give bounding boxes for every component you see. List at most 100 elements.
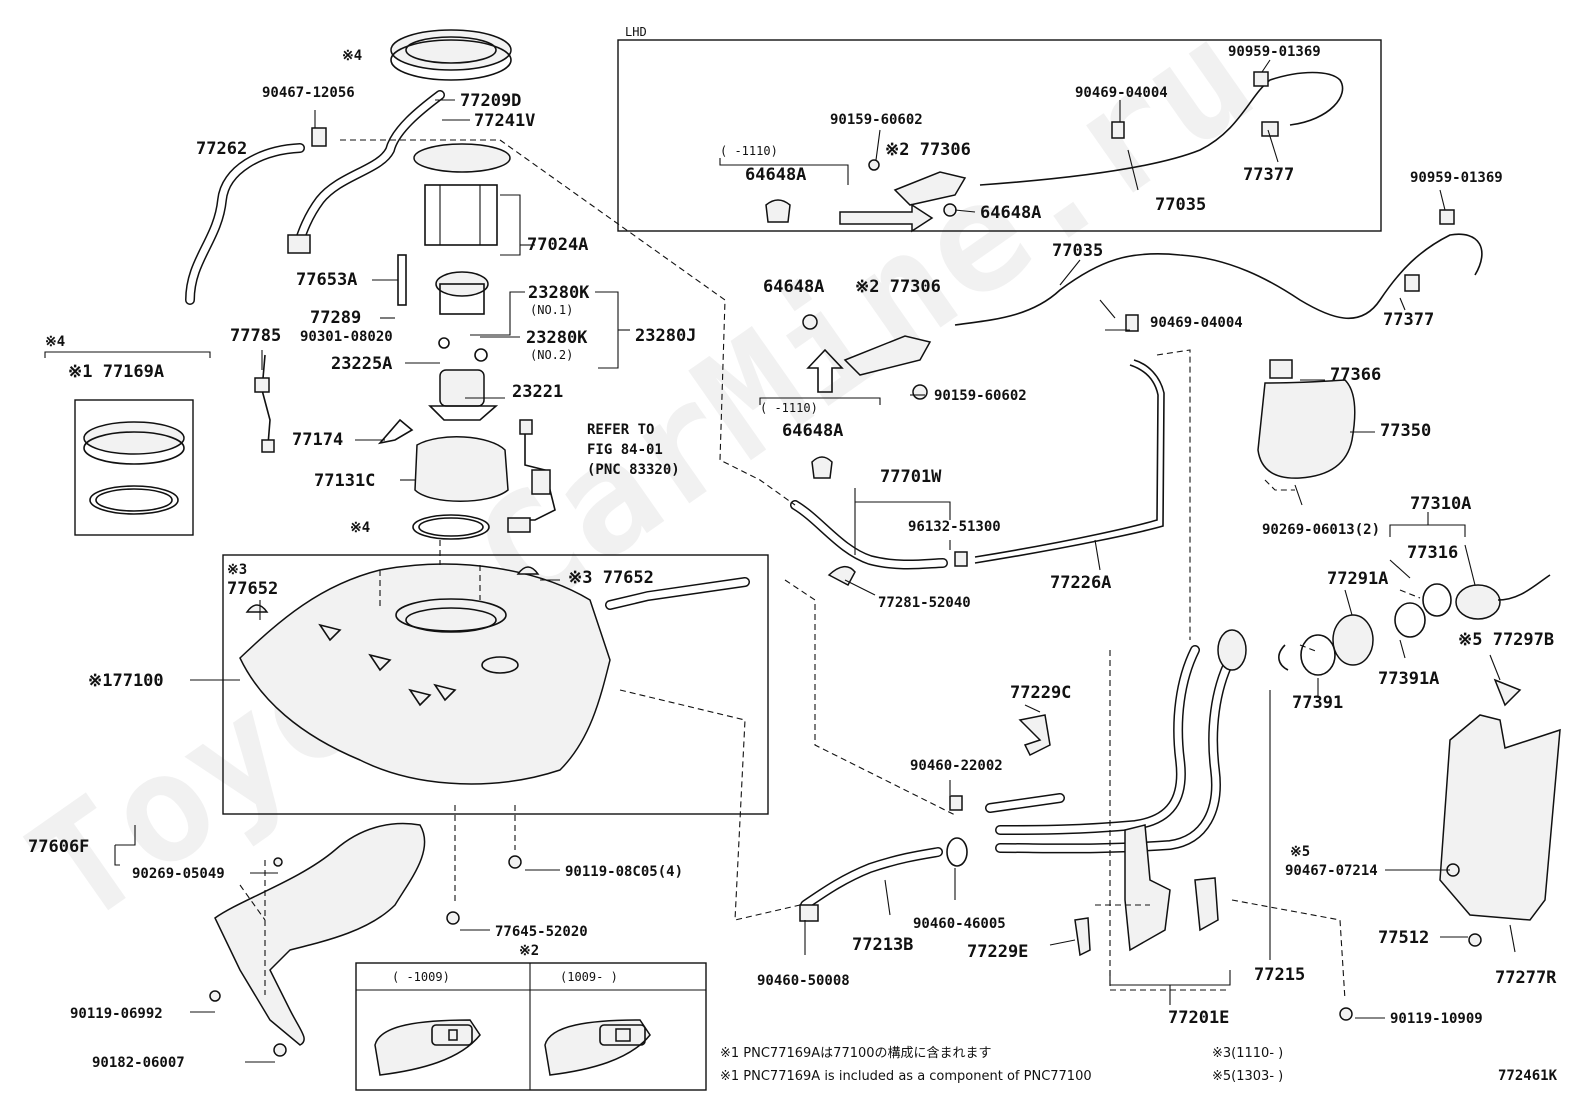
label-mark3-a: ※3 bbox=[227, 562, 247, 578]
fuel-pump bbox=[428, 337, 499, 421]
label-77645-52020: 77645-52020 bbox=[495, 924, 588, 940]
lock-ring bbox=[390, 29, 512, 81]
label-mark2-77306-a: ※2 77306 bbox=[885, 140, 971, 160]
label-90301-08020: 90301-08020 bbox=[300, 329, 393, 345]
label-77512: 77512 bbox=[1378, 928, 1429, 948]
label-77229C: 77229C bbox=[1010, 683, 1071, 703]
label-90469-04004-a: 90469-04004 bbox=[1075, 85, 1168, 101]
lhd-label: LHD bbox=[625, 25, 647, 39]
label-mark4-gasket: ※4 bbox=[350, 520, 370, 536]
label-77201E: 77201E bbox=[1168, 1008, 1229, 1028]
label-64648A-d: 64648A bbox=[782, 421, 843, 441]
label-90159-60602-a: 90159-60602 bbox=[830, 112, 923, 128]
fuel-tank bbox=[239, 563, 611, 785]
label-90119-08C05: 90119-08C05(4) bbox=[565, 864, 683, 880]
label-77316: 77316 bbox=[1407, 543, 1458, 563]
note-en: ※1 PNC77169A is included as a component … bbox=[720, 1069, 1092, 1084]
label-77652-a: 77652 bbox=[227, 579, 278, 599]
label-77215: 77215 bbox=[1254, 965, 1305, 985]
label-77366: 77366 bbox=[1330, 365, 1381, 385]
label-mark4-ring: ※4 bbox=[45, 334, 65, 350]
label-77226A: 77226A bbox=[1050, 573, 1111, 593]
inset-title: ※2 bbox=[519, 943, 539, 959]
label-refer-2: FIG 84-01 bbox=[587, 442, 663, 458]
label-96132-51300: 96132-51300 bbox=[908, 519, 1001, 535]
label-77174: 77174 bbox=[292, 430, 343, 450]
label-23280J: 23280J bbox=[635, 326, 696, 346]
lhd-box bbox=[617, 39, 1382, 232]
label-77653A: 77653A bbox=[296, 270, 357, 290]
note-mark3: ※3(1110- ) bbox=[1212, 1046, 1283, 1061]
note-jp: ※1 PNC77169Aは77100の構成に含まれます bbox=[720, 1045, 992, 1061]
fuel-tank-box bbox=[222, 554, 769, 815]
label-77024A: 77024A bbox=[527, 235, 588, 255]
label-77241V: 77241V bbox=[474, 111, 535, 131]
pump-cup bbox=[414, 436, 509, 502]
label-90269-06013: 90269-06013(2) bbox=[1262, 522, 1380, 538]
label-90119-10909: 90119-10909 bbox=[1390, 1011, 1483, 1027]
label-mark1-77100: ※177100 bbox=[88, 671, 164, 691]
label-90119-06992: 90119-06992 bbox=[70, 1006, 163, 1022]
label-64648A-c: 64648A bbox=[763, 277, 824, 297]
label-23225A: 23225A bbox=[331, 354, 392, 374]
label-77606F: 77606F bbox=[28, 837, 89, 857]
label-mark3-77652-b: ※3 77652 bbox=[568, 568, 654, 588]
label-77391: 77391 bbox=[1292, 693, 1343, 713]
label-refer-1: REFER TO bbox=[587, 422, 654, 438]
label-77229E: 77229E bbox=[967, 942, 1028, 962]
label-77291A: 77291A bbox=[1327, 569, 1388, 589]
splash-shield bbox=[1439, 714, 1561, 921]
label-lhd-64648A: 64648A bbox=[745, 165, 806, 185]
tank-protector bbox=[214, 822, 426, 1046]
inset-col2: (1009- ) bbox=[560, 970, 618, 984]
label-77131C: 77131C bbox=[314, 471, 375, 491]
label-64648A-b: 64648A bbox=[980, 203, 1041, 223]
label-77209D: 77209D bbox=[460, 91, 521, 111]
label-77391A: 77391A bbox=[1378, 669, 1439, 689]
label-90460-22002: 90460-22002 bbox=[910, 758, 1003, 774]
label-77035-b: 77035 bbox=[1052, 241, 1103, 261]
label-no1: (NO.1) bbox=[530, 303, 573, 317]
label-77350: 77350 bbox=[1380, 421, 1431, 441]
label-77213B: 77213B bbox=[852, 935, 913, 955]
label-90182-06007: 90182-06007 bbox=[92, 1055, 185, 1071]
label-90467-12056: 90467-12056 bbox=[262, 85, 355, 101]
label-77289: 77289 bbox=[310, 308, 361, 328]
figure-code: 772461K bbox=[1498, 1068, 1558, 1084]
label-77377-a: 77377 bbox=[1243, 165, 1294, 185]
label-23221: 23221 bbox=[512, 382, 563, 402]
label-77785: 77785 bbox=[230, 326, 281, 346]
label-90467-07214: 90467-07214 bbox=[1285, 863, 1378, 879]
label-lhd-1110: ( -1110) bbox=[720, 144, 778, 158]
label-77701W: 77701W bbox=[880, 467, 942, 487]
label-no2: (NO.2) bbox=[530, 348, 573, 362]
label-mark5: ※5 bbox=[1290, 844, 1310, 860]
label-mark2-77306-b: ※2 77306 bbox=[855, 277, 941, 297]
label-77281-52040: 77281-52040 bbox=[878, 595, 971, 611]
label-rhd-1110: ( -1110) bbox=[760, 401, 818, 415]
gasket bbox=[412, 514, 490, 540]
label-23280K-2: 23280K bbox=[526, 328, 588, 348]
label-77310A: 77310A bbox=[1410, 494, 1471, 514]
label-mark4-top: ※4 bbox=[342, 48, 362, 64]
label-77035-a: 77035 bbox=[1155, 195, 1206, 215]
label-refer-3: (PNC 83320) bbox=[587, 462, 680, 478]
label-90460-50008: 90460-50008 bbox=[757, 973, 850, 989]
pump-bracket bbox=[413, 143, 511, 315]
label-77377-b: 77377 bbox=[1383, 310, 1434, 330]
note-mark5: ※5(1303- ) bbox=[1212, 1069, 1283, 1084]
label-mark5-77297B: ※5 77297B bbox=[1458, 630, 1554, 650]
ring-kit-box bbox=[74, 399, 194, 536]
label-77277R: 77277R bbox=[1495, 968, 1557, 988]
label-77262: 77262 bbox=[196, 139, 247, 159]
rod bbox=[397, 254, 407, 306]
label-mark1-77169A: ※1 77169A bbox=[68, 362, 164, 382]
label-90469-04004-b: 90469-04004 bbox=[1150, 315, 1243, 331]
label-90959-01369-b: 90959-01369 bbox=[1410, 170, 1503, 186]
label-90460-46005: 90460-46005 bbox=[913, 916, 1006, 932]
label-90269-05049: 90269-05049 bbox=[132, 866, 225, 882]
inset-col1: ( -1009) bbox=[392, 970, 450, 984]
label-23280K-1: 23280K bbox=[528, 283, 590, 303]
inset-box bbox=[355, 962, 707, 1091]
